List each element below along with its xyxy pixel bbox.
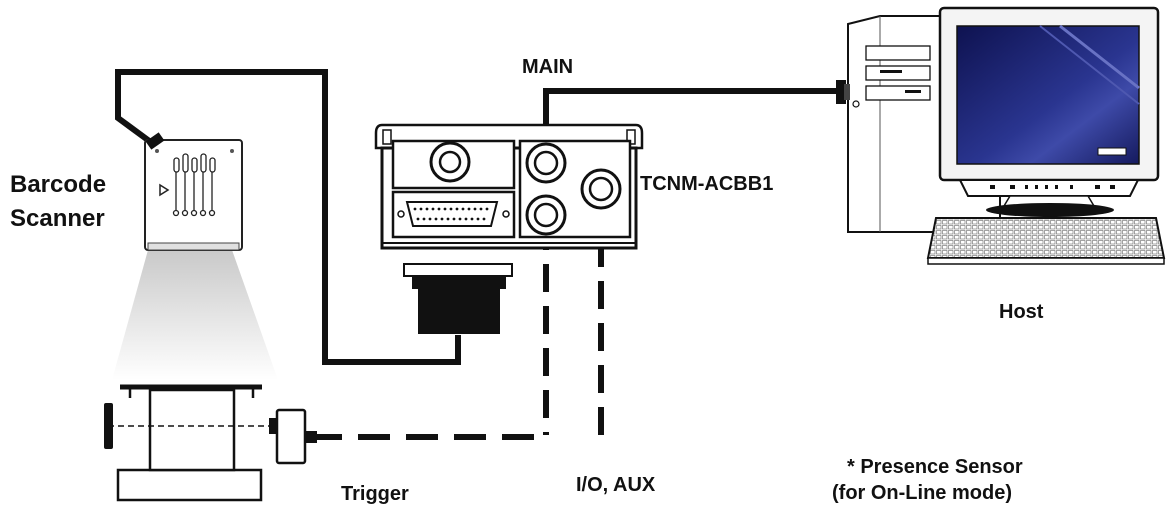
barcode-scanner-label-line2: Scanner [10, 205, 105, 232]
main-label: MAIN [522, 56, 573, 78]
scanner-cable [115, 69, 461, 365]
host-label: Host [999, 301, 1044, 323]
host-computer-icon [836, 6, 1166, 265]
tcnm-label: TCNM-ACBB1 [640, 173, 773, 195]
reflector-icon [104, 403, 113, 449]
io-aux-label: I/O, AUX [576, 474, 656, 496]
conveyor-object-icon [108, 384, 280, 502]
presence-sensor-icon [269, 408, 317, 465]
trigger-label: Trigger [341, 483, 409, 505]
presence-sensor-label-line1: * Presence Sensor [847, 456, 1023, 478]
barcode-scanner-icon [112, 132, 278, 380]
tcnm-box-icon [374, 123, 644, 334]
barcode-scanner-label-line1: Barcode [10, 171, 106, 198]
presence-sensor-label-line2: (for On-Line mode) [832, 482, 1012, 504]
